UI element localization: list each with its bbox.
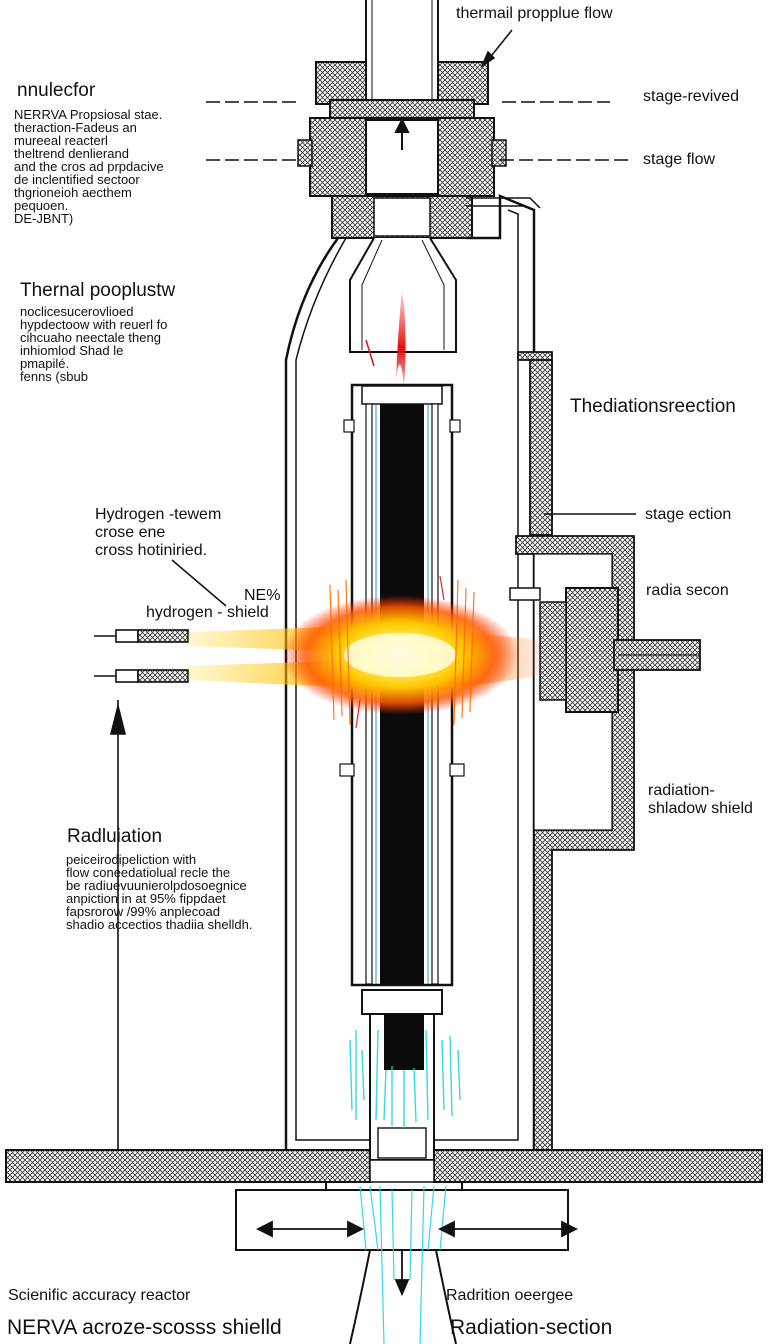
right-flange-ear: [437, 61, 489, 105]
lateral-port-flange: [509, 587, 541, 601]
ne-percent-label: NE%: [244, 587, 281, 604]
right-valve-knob: [491, 139, 507, 167]
bottom-right-caption-small: Radrition oeergee: [446, 1287, 574, 1304]
exhaust-plume-upper: [349, 1029, 461, 1128]
nuclear-heading: nnulecfor: [17, 80, 96, 101]
inlet-nozzle-inner: [361, 239, 445, 350]
radiation-shadow-label: radiation- shladow shield: [648, 782, 753, 817]
heat-ray-lines: [329, 575, 475, 729]
bottom-left-caption-small: Scienific accuracy reactor: [8, 1287, 191, 1304]
lateral-port-inner: [539, 601, 567, 701]
hydrogen-injector-upper: [94, 629, 189, 643]
radiations-reection-label: Thediationsreection: [570, 396, 736, 417]
left-double-arrow-icon: [255, 1220, 365, 1238]
thermal-description: noclicesucerovlioed hypdectoow with reue…: [20, 304, 168, 384]
flow-up-arrow-icon: [394, 117, 410, 150]
radiation-description: peiceirodipeliction with flow coneedatio…: [66, 852, 253, 932]
radiation-heading: Radluiation: [67, 826, 163, 847]
down-arrow-icon: [394, 1250, 410, 1297]
thermal-heading: Thernal pooplustw: [20, 280, 176, 301]
left-valve-knob: [297, 139, 313, 167]
red-flame-spark: [365, 339, 375, 367]
exhaust-plume-lower: [359, 1185, 447, 1344]
lower-core-plate: [361, 989, 443, 1015]
coolant-feed-pipe: [466, 197, 541, 209]
base-plate-center: [369, 1159, 435, 1183]
right-shield-step: [529, 359, 553, 536]
lower-mounting-box: [235, 1189, 569, 1251]
inner-vessel-wall: [295, 209, 519, 1141]
hydrogen-description: Hydrogen -tewem crose ene cross hotiniri…: [95, 506, 222, 559]
lower-flange-bore: [373, 197, 431, 237]
left-flange-ear: [315, 61, 367, 105]
core-collar-mid-right: [449, 763, 465, 777]
stage-flow-label: stage flow: [643, 151, 716, 168]
bottom-right-caption-large: Radiation-section: [450, 1316, 613, 1339]
exhaust-collar: [377, 1127, 427, 1159]
stage-ection-label: stage ection: [645, 506, 732, 523]
red-flame-streak: [396, 290, 406, 386]
right-double-arrow-icon: [437, 1220, 579, 1238]
top-flow-duct: [365, 0, 439, 100]
core-collar-upper: [343, 419, 355, 433]
base-shield-plate-right: [433, 1149, 763, 1183]
base-shield-plate-left: [5, 1149, 371, 1183]
nozzle-bell: [349, 1249, 457, 1344]
radiation-vertical-arrow-icon: [109, 700, 127, 1150]
hydrogen-injector-lower: [94, 669, 189, 683]
stage-revived-label: stage-revived: [643, 88, 740, 105]
thermal-glow: [188, 575, 540, 729]
lower-core-rod: [384, 1014, 424, 1070]
bottom-left-caption-large: NERVA acroze-scosss shielld: [7, 1316, 282, 1339]
core-fission-hotspot: [344, 633, 456, 677]
top-flow-label: thermail propplue flow: [456, 5, 613, 22]
core-collar-mid-left: [339, 763, 355, 777]
radia-secon-label: radia secon: [646, 582, 729, 599]
hydrogen-shield-label: hydrogen - shield: [146, 604, 269, 621]
lateral-gear-block: [565, 587, 619, 713]
core-collar-upper-right: [449, 419, 461, 433]
leader-lines: [171, 29, 636, 607]
nuclear-description: NERRVA Propsiosal stae. theraction-Fadeu…: [14, 107, 164, 226]
core-upper-cap: [361, 385, 443, 405]
